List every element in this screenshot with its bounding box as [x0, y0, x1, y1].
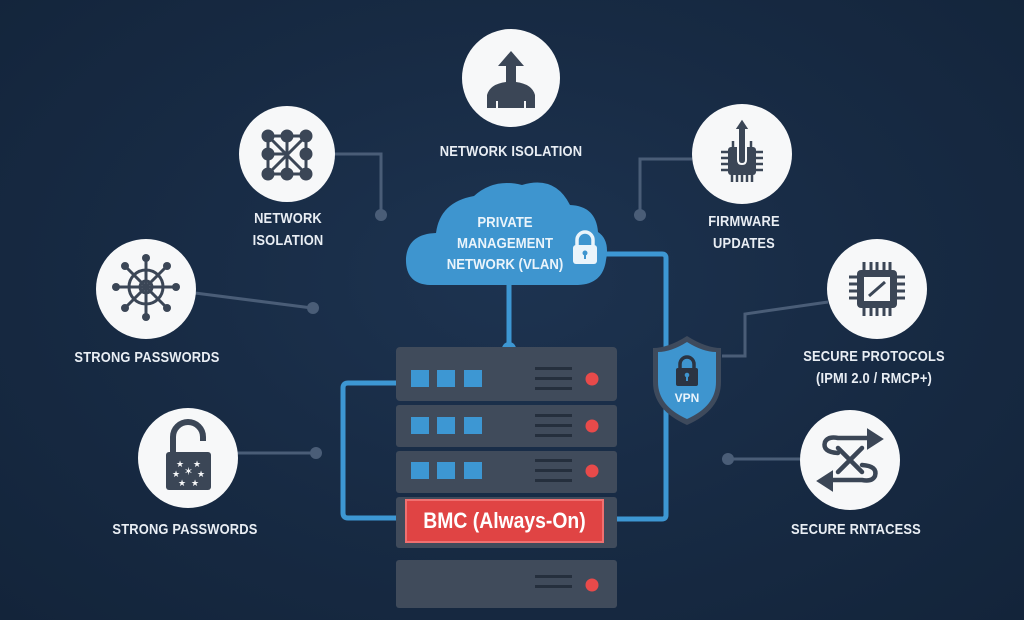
cloud-label-line: MANAGEMENT — [456, 235, 554, 252]
svg-text:★: ★ — [178, 479, 186, 489]
feature-subtitle: UPDATES — [713, 235, 775, 252]
server-unit — [396, 451, 617, 493]
connector-dot — [634, 209, 646, 221]
chip-icon — [849, 262, 905, 316]
feature-title: NETWORK — [254, 210, 322, 227]
feature-label-top: NETWORK ISOLATION — [425, 141, 597, 163]
feature-title: STRONG PASSWORDS — [74, 349, 220, 366]
feature-label-upper-right: FIRMWARE UPDATES — [658, 211, 830, 255]
svg-text:★: ★ — [191, 479, 199, 489]
feature-subtitle: (IPMI 2.0 / RMCP+) — [816, 370, 932, 387]
bmc-badge — [405, 499, 604, 543]
connector-dot — [722, 453, 734, 465]
crossing-arrows-icon — [816, 428, 884, 492]
feature-title: STRONG PASSWORDS — [112, 521, 258, 538]
drive-bays — [411, 370, 482, 479]
connector-mid-right — [722, 300, 829, 358]
shield-lock-icon — [653, 336, 721, 425]
server-left-loop-link — [340, 380, 397, 521]
connector-dot — [310, 447, 322, 459]
feature-label-lower-right: SECURE RNTACESS — [770, 519, 942, 541]
server-unit — [396, 347, 617, 401]
cloud-label-line: NETWORK (VLAN) — [446, 256, 564, 273]
bmc-label: BMC (Always-On) — [423, 508, 586, 533]
feature-title: FIRMWARE — [708, 213, 780, 230]
connector-upper-right — [638, 157, 692, 214]
svg-text:★: ★ — [172, 470, 180, 480]
vpn-label: VPN — [674, 391, 700, 405]
status-leds — [585, 372, 599, 592]
feature-label-mid-left: STRONG PASSWORDS — [61, 347, 233, 369]
feature-title: NETWORK ISOLATION — [439, 143, 583, 160]
feature-label-lower-left: STRONG PASSWORDS — [99, 519, 271, 541]
feature-label-upper-left: NETWORK ISOLATION — [202, 208, 374, 252]
feature-title: SECURE PROTOCOLS — [803, 348, 945, 365]
arrow-up-person-icon — [487, 51, 535, 108]
connector-dot — [307, 302, 319, 314]
cloud-label: PRIVATE MANAGEMENT NETWORK (VLAN) — [439, 212, 571, 275]
cloud-label-line: PRIVATE — [477, 214, 533, 231]
firmware-chip-upload-icon — [721, 116, 763, 182]
feature-label-mid-right: SECURE PROTOCOLS (IPMI 2.0 / RMCP+) — [788, 346, 960, 390]
vent-slots — [535, 367, 572, 588]
server-rack — [396, 347, 617, 608]
unlocked-padlock-icon: ✶ ★ ★ ★ ★ ★ ★ — [166, 419, 211, 490]
connector-dot — [375, 209, 387, 221]
private-vlan-cloud — [405, 182, 607, 285]
helm-network-icon — [112, 254, 180, 321]
connector-dots — [307, 209, 734, 465]
feature-title: SECURE RNTACESS — [791, 521, 921, 538]
svg-text:★: ★ — [197, 470, 205, 480]
feature-subtitle: ISOLATION — [252, 232, 324, 249]
svg-text:★: ★ — [193, 460, 201, 470]
network-mesh-icon — [261, 129, 313, 181]
lock-icon — [573, 230, 597, 264]
svg-text:✶: ✶ — [184, 465, 193, 478]
server-unit — [396, 405, 617, 447]
server-unit — [396, 560, 617, 608]
connector-mid-left — [194, 291, 313, 310]
svg-text:★: ★ — [176, 460, 184, 470]
